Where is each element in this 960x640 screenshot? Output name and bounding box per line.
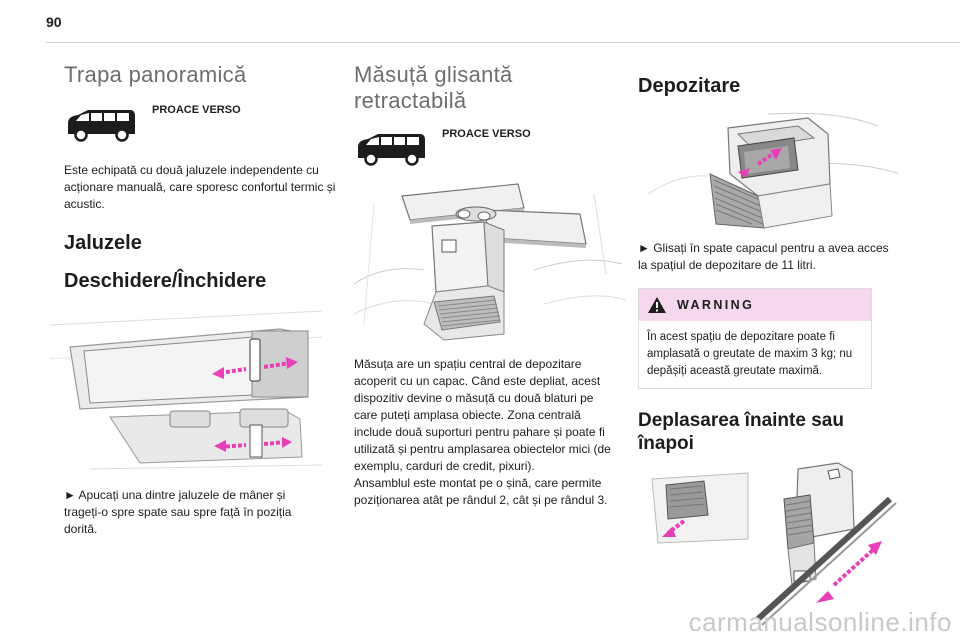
heading-open-close: Deschidere/Închidere <box>64 270 267 292</box>
table-desc-line2: acoperit cu un capac. Când este depliat,… <box>354 374 601 388</box>
table-desc-line7: exemplu, carduri de credit, pixuri). <box>354 459 535 473</box>
blinds-instruction-line3: dorită. <box>64 522 98 536</box>
watermark: carmanualsonline.info <box>688 607 952 637</box>
warning-line1: În acest spațiu de depozitare poate fi <box>647 331 835 343</box>
table-description: Măsuța are un spațiu central de depozita… <box>354 356 626 509</box>
table-desc-line5: include două suporturi pentru pahare și … <box>354 425 605 439</box>
model-row-table: PROACE VERSO <box>354 124 626 168</box>
warning-body: În acest spațiu de depozitare poate fi a… <box>639 321 871 388</box>
section-title-table: Măsuță glisantă retractabilă <box>354 62 626 114</box>
blinds-instruction-line1: ► Apucați una dintre jaluzele de mâner ș… <box>64 488 286 502</box>
sunroof-blinds-illustration <box>50 310 322 470</box>
column-storage: Depozitare ► Glisați în spate capacul pe… <box>638 62 910 629</box>
table-desc-line6: utilizată și pentru amplasarea obiectelo… <box>354 442 611 456</box>
move-table-illustration <box>651 462 897 626</box>
column-sliding-table: Măsuță glisantă retractabilă PROACE VERS… <box>354 62 626 509</box>
model-label: PROACE VERSO <box>152 104 241 116</box>
page-number: 90 <box>46 14 62 30</box>
column-sunroof: Trapa panoramică PROACE VERSO Este echip… <box>50 62 336 538</box>
table-desc-line4: care puteți amplasa obiecte. Zona centra… <box>354 408 581 422</box>
section-title-table-line2: retractabilă <box>354 88 467 113</box>
heading-move-line2: înapoi <box>638 433 694 454</box>
blinds-instruction: ► Apucați una dintre jaluzele de mâner ș… <box>64 487 336 538</box>
blinds-instruction-line2: trageți-o spre spate sau spre față în po… <box>64 505 292 519</box>
section-title-table-line1: Măsuță glisantă <box>354 62 513 87</box>
van-icon <box>358 134 425 166</box>
table-desc-line1: Măsuța are un spațiu central de depozita… <box>354 357 582 371</box>
top-divider <box>46 42 960 43</box>
storage-instruction-line2: la spațiul de depozitare de 11 litri. <box>638 258 816 272</box>
heading-blinds: Jaluzele <box>64 232 142 254</box>
section-title-sunroof: Trapa panoramică <box>64 62 247 87</box>
van-icon <box>68 110 135 142</box>
warning-header: WARNING <box>639 289 871 321</box>
model-row: PROACE VERSO <box>64 100 336 144</box>
warning-box: WARNING În acest spațiu de depozitare po… <box>638 288 872 389</box>
heading-move-line1: Deplasarea înainte sau <box>638 410 844 431</box>
warning-line3: depășiți această greutate maximă. <box>647 365 823 377</box>
table-desc-line3: dispozitiv devine o măsuță cu două blatu… <box>354 391 594 405</box>
sliding-table-illustration <box>354 183 626 341</box>
storage-instruction: ► Glisați în spate capacul pentru a avea… <box>638 240 910 274</box>
storage-compartment-illustration <box>647 112 898 229</box>
heading-move-table: Deplasarea înainte sau înapoi <box>638 409 910 455</box>
warning-triangle-icon <box>648 297 666 313</box>
warning-title: WARNING <box>677 298 755 312</box>
table-desc-line9: poziționarea atât pe rândul 2, cât și pe… <box>354 493 608 507</box>
model-label-table: PROACE VERSO <box>442 128 531 140</box>
table-desc-line8: Ansamblul este montat pe o șină, care pe… <box>354 476 602 490</box>
section-title-storage: Depozitare <box>638 75 741 97</box>
warning-line2: amplasată o greutate de maxim 3 kg; nu <box>647 348 853 360</box>
sunroof-intro: Este echipată cu două jaluzele independe… <box>64 163 336 211</box>
storage-instruction-line1: ► Glisați în spate capacul pentru a avea… <box>638 241 889 255</box>
